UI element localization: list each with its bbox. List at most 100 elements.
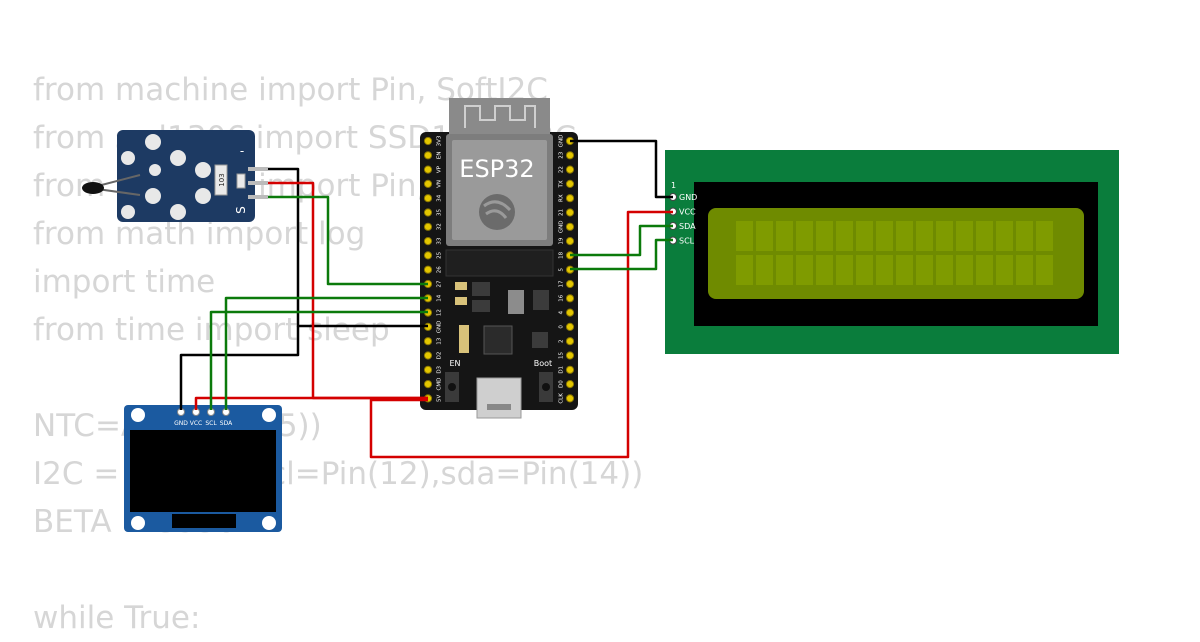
- esp32-pin-left[interactable]: [423, 194, 433, 203]
- esp32-pin-left[interactable]: [423, 380, 433, 389]
- lcd-char-cell: [756, 221, 773, 251]
- esp32-board[interactable]: ESP32 EN Boot 3V3ENVPVN34353233252627141…: [420, 98, 578, 419]
- lcd-char-cell: [796, 221, 813, 251]
- lcd-char-cell: [996, 255, 1013, 285]
- lcd-char-cell: [776, 255, 793, 285]
- ntc-sensor-module[interactable]: 103 - S: [82, 130, 268, 222]
- en-button[interactable]: [448, 383, 456, 391]
- esp32-pin-label: 25: [437, 251, 443, 258]
- esp32-pin-right[interactable]: [565, 237, 575, 246]
- esp32-pin-label: 22: [559, 166, 565, 173]
- esp32-pin-right[interactable]: [565, 337, 575, 346]
- wire-oled-sda: [224, 296, 428, 410]
- boot-button[interactable]: [542, 383, 550, 391]
- esp32-pin-left[interactable]: [423, 365, 433, 374]
- esp32-pin-right[interactable]: [565, 394, 575, 403]
- esp32-pin-right[interactable]: [565, 208, 575, 217]
- esp32-pin-right[interactable]: [565, 351, 575, 360]
- esp32-pin-left[interactable]: [423, 237, 433, 246]
- esp32-pin-right[interactable]: [565, 279, 575, 289]
- lcd-char-cell: [976, 255, 993, 285]
- lcd-char-cell: [1016, 255, 1033, 285]
- oled-pin-label: GND: [174, 420, 188, 427]
- ntc-resistor-label: 103: [218, 173, 226, 186]
- lcd-char-cell: [816, 221, 833, 251]
- esp32-pin-label: 14: [437, 294, 443, 301]
- esp32-pin-label: EN: [437, 152, 443, 160]
- esp32-pin-label: 27: [437, 280, 443, 287]
- esp32-pin-label: 15: [559, 352, 565, 359]
- esp32-pin-label: 35: [437, 209, 443, 216]
- esp32-pin-label: RX: [559, 194, 565, 202]
- lcd-char-cell: [776, 221, 793, 251]
- esp32-pin-right[interactable]: [565, 194, 575, 203]
- esp32-pin-label: 5V: [437, 395, 443, 402]
- esp32-pin-label: 23: [559, 151, 565, 158]
- esp32-pin-label: VN: [437, 180, 443, 188]
- esp32-pin-right[interactable]: [565, 322, 575, 331]
- esp32-left-pin-header: 3V3ENVPVN343532332526271412GND13D2D3CMD5…: [423, 135, 443, 403]
- esp32-pin-label: 12: [437, 309, 443, 316]
- esp32-pin-right[interactable]: [565, 308, 575, 317]
- esp32-pin-label: 3V3: [437, 135, 443, 146]
- lcd-pin-label: GND: [679, 193, 697, 202]
- wire-lcd-vcc: [369, 210, 673, 459]
- esp32-pin-label: 4: [559, 310, 565, 314]
- esp32-pin-right[interactable]: [565, 294, 575, 303]
- esp32-pin-label: 21: [559, 209, 565, 216]
- esp32-pin-right[interactable]: [565, 165, 575, 174]
- esp32-pin-left[interactable]: [423, 265, 433, 274]
- lcd-char-cell: [736, 255, 753, 285]
- esp32-pin-left[interactable]: [423, 165, 433, 174]
- esp32-pin-label: 26: [437, 266, 443, 273]
- lcd-char-cell: [816, 255, 833, 285]
- lcd-char-cell: [856, 221, 873, 251]
- esp32-pin-right[interactable]: [565, 179, 575, 188]
- lcd-char-cell: [936, 255, 953, 285]
- esp32-pin-left[interactable]: [423, 351, 433, 360]
- lcd-char-cell: [836, 221, 853, 251]
- lcd-char-cell: [876, 221, 893, 251]
- lcd-pin1-label: 1: [671, 181, 676, 190]
- lcd-pin-label: VCC: [679, 208, 696, 217]
- lcd-char-cell: [896, 221, 913, 251]
- esp32-pin-right[interactable]: [565, 222, 575, 231]
- ntc-pin-minus: -: [240, 144, 244, 158]
- lcd-char-cell: [976, 221, 993, 251]
- lcd-char-cell: [736, 221, 753, 251]
- ntc-pin-s: S: [234, 206, 248, 214]
- esp32-pin-label: VP: [437, 165, 443, 173]
- esp32-pin-left[interactable]: [423, 179, 433, 188]
- esp32-pin-label: 18: [559, 251, 565, 258]
- esp32-pin-left[interactable]: [423, 151, 433, 160]
- esp32-pin-label: GND: [559, 135, 565, 148]
- wire-ntc-signal: [268, 195, 428, 286]
- wire-lcd-scl: [570, 238, 673, 271]
- esp32-pin-right[interactable]: [565, 380, 575, 389]
- esp32-pin-right[interactable]: [565, 365, 575, 374]
- esp32-pin-label: 32: [437, 223, 443, 230]
- lcd-char-cell: [836, 255, 853, 285]
- esp32-pin-right[interactable]: [565, 151, 575, 160]
- esp32-pin-left[interactable]: [423, 136, 433, 146]
- esp32-pin-label: 0: [559, 325, 565, 329]
- esp32-pin-left[interactable]: [423, 208, 433, 217]
- usb-port[interactable]: [476, 377, 522, 419]
- lcd-char-cell: [856, 255, 873, 285]
- boot-label: Boot: [534, 359, 552, 368]
- esp32-pin-label: D2: [437, 352, 443, 360]
- esp32-pin-left[interactable]: [423, 222, 433, 231]
- lcd-char-cell: [916, 221, 933, 251]
- en-label: EN: [449, 359, 460, 368]
- lcd-char-cell: [1016, 221, 1033, 251]
- wires: [179, 139, 673, 459]
- wire-oled-scl: [209, 310, 428, 410]
- esp32-module-label: ESP32: [459, 155, 534, 183]
- wire-lcd-sda: [570, 224, 673, 257]
- esp32-pin-label: D3: [437, 365, 443, 373]
- esp32-pin-left[interactable]: [423, 251, 433, 260]
- esp32-pin-left[interactable]: [423, 337, 433, 346]
